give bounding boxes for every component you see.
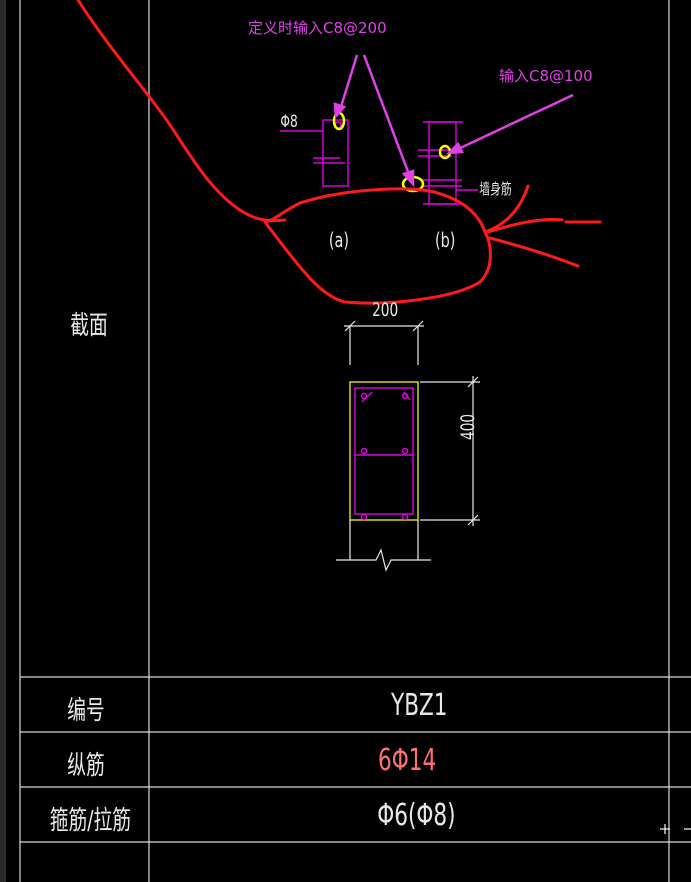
- bar-symbol-label: Φ8: [280, 112, 298, 132]
- left-scroll-strip: [0, 0, 6, 882]
- cursor-crosshair-icon: [660, 824, 691, 834]
- row-value-id: YBZ1: [390, 688, 448, 723]
- row-header-longitudinal: 纵筋: [67, 751, 105, 781]
- wall-bar-label: 墙身筋: [479, 180, 512, 198]
- section-header: 截面: [70, 311, 108, 341]
- define-annotation: 定义时输入C8@200: [248, 19, 387, 37]
- row-value-longitudinal: 6Φ14: [378, 743, 437, 778]
- label-a: (a): [328, 228, 349, 252]
- annotation-arrows: [333, 54, 574, 188]
- height-dimension: 400: [457, 413, 479, 440]
- width-dimension: 200: [372, 299, 399, 321]
- table-grid: [19, 0, 691, 882]
- row-header-id: 编号: [67, 696, 105, 726]
- red-markup: [76, 0, 602, 305]
- row-value-stirrup: Φ6(Φ8): [377, 798, 456, 833]
- column-section: [336, 320, 480, 572]
- input-annotation: 输入C8@100: [499, 67, 593, 85]
- label-b: (b): [434, 228, 456, 252]
- row-header-stirrup: 箍筋/拉筋: [49, 806, 131, 836]
- tie-detail-b: [418, 121, 478, 205]
